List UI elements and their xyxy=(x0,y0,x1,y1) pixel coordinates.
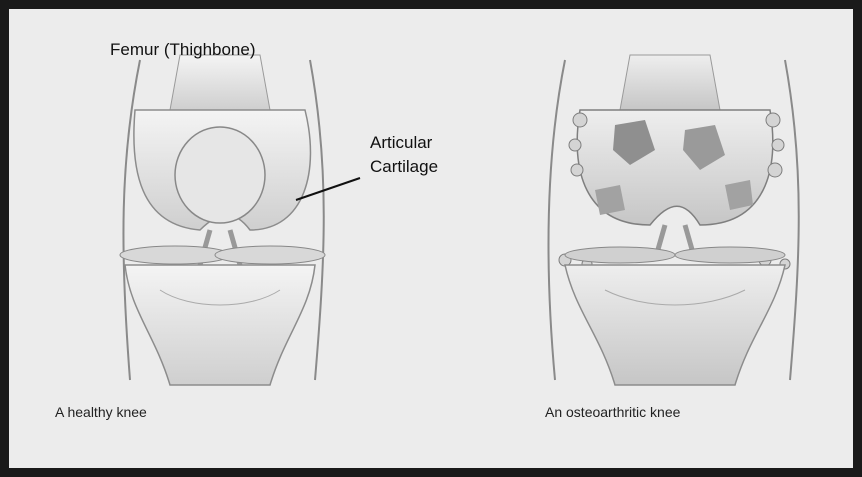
femur-label: Femur (Thighbone) xyxy=(110,40,256,60)
cartilage-label-line2: Cartilage xyxy=(370,157,438,177)
osteoarthritic-knee-caption: An osteoarthritic knee xyxy=(545,404,680,420)
healthy-knee-caption: A healthy knee xyxy=(55,404,147,420)
osteoarthritic-knee-illustration xyxy=(535,50,815,390)
healthy-knee-illustration xyxy=(100,50,340,390)
articular-label-line1: Articular xyxy=(370,133,432,153)
